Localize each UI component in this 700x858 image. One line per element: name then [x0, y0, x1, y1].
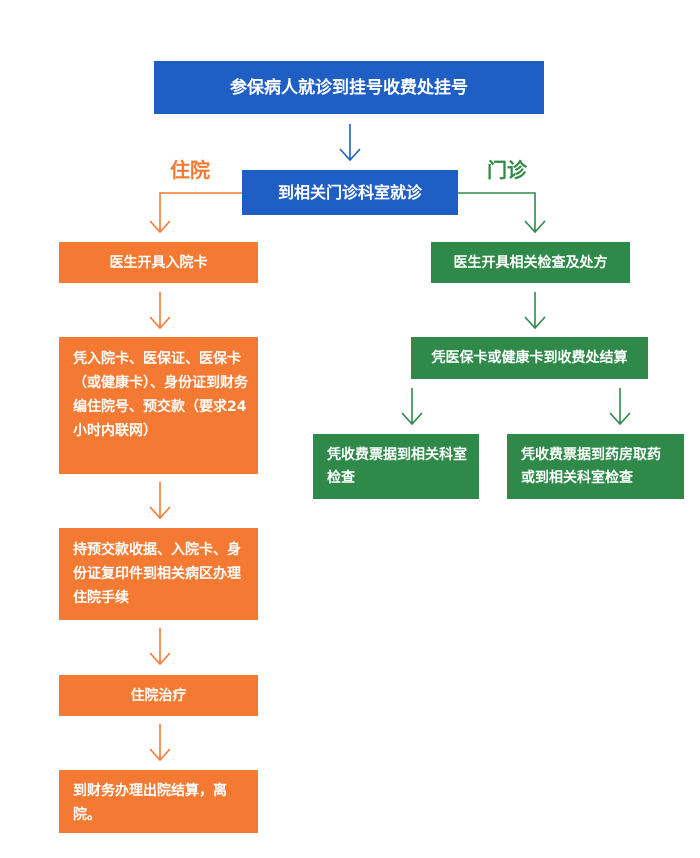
inpatient-step-2: 凭入院卡、医保证、医保卡（或健康卡）、身份证到财务编住院号、预交款（要求24小时… [59, 337, 258, 474]
title-box: 参保病人就诊到挂号收费处挂号 [154, 61, 544, 114]
inpatient-step-3-text: 持预交款收据、入院卡、身份证复印件到相关病区办理住院手续 [73, 542, 241, 606]
connector-to-inpatient [159, 192, 242, 232]
outpatient-step-1: 医生开具相关检查及处方 [431, 242, 630, 283]
arrow-to-inpatient-step1 [149, 220, 171, 234]
arrow-outpatient-1-2 [524, 292, 546, 330]
inpatient-step-4: 住院治疗 [59, 675, 258, 716]
inpatient-step-1-text: 医生开具入院卡 [109, 254, 208, 271]
outpatient-step-2: 凭医保卡或健康卡到收费处结算 [411, 337, 648, 379]
outpatient-step-1-text: 医生开具相关检查及处方 [453, 254, 608, 271]
inpatient-step-5: 到财务办理出院结算，离院。 [59, 770, 258, 833]
connector-to-outpatient [458, 192, 536, 232]
title-text: 参保病人就诊到挂号收费处挂号 [230, 77, 468, 98]
arrow-to-outpatient-step1 [524, 220, 546, 234]
inpatient-step-4-text: 住院治疗 [130, 687, 187, 704]
inpatient-step-5-text: 到财务办理出院结算，离院。 [73, 783, 227, 823]
arrow-inpatient-1-2 [149, 292, 171, 330]
outpatient-step-3b: 凭收费票据到药房取药或到相关科室检查 [507, 434, 684, 499]
arrow-outpatient-2-3b [609, 388, 631, 426]
dept-box: 到相关门诊科室就诊 [242, 170, 458, 215]
outpatient-step-3b-text: 凭收费票据到药房取药或到相关科室检查 [521, 447, 661, 486]
arrow-inpatient-4-5 [149, 724, 171, 762]
dept-text: 到相关门诊科室就诊 [277, 182, 422, 202]
outpatient-step-2-text: 凭医保卡或健康卡到收费处结算 [431, 350, 628, 366]
arrow-title-to-dept [339, 124, 361, 162]
outpatient-step-3a-text: 凭收费票据到相关科室检查 [327, 447, 467, 486]
inpatient-step-3: 持预交款收据、入院卡、身份证复印件到相关病区办理住院手续 [59, 528, 258, 620]
branch-label-outpatient: 门诊 [487, 158, 527, 182]
outpatient-step-3a: 凭收费票据到相关科室检查 [313, 434, 479, 499]
inpatient-step-2-text: 凭入院卡、医保证、医保卡（或健康卡）、身份证到财务编住院号、预交款（要求24小时… [73, 351, 248, 439]
inpatient-step-1: 医生开具入院卡 [59, 242, 258, 283]
arrow-inpatient-3-4 [149, 628, 171, 666]
arrow-inpatient-2-3 [149, 482, 171, 520]
arrow-outpatient-2-3a [401, 388, 423, 426]
branch-label-inpatient: 住院 [170, 158, 210, 182]
